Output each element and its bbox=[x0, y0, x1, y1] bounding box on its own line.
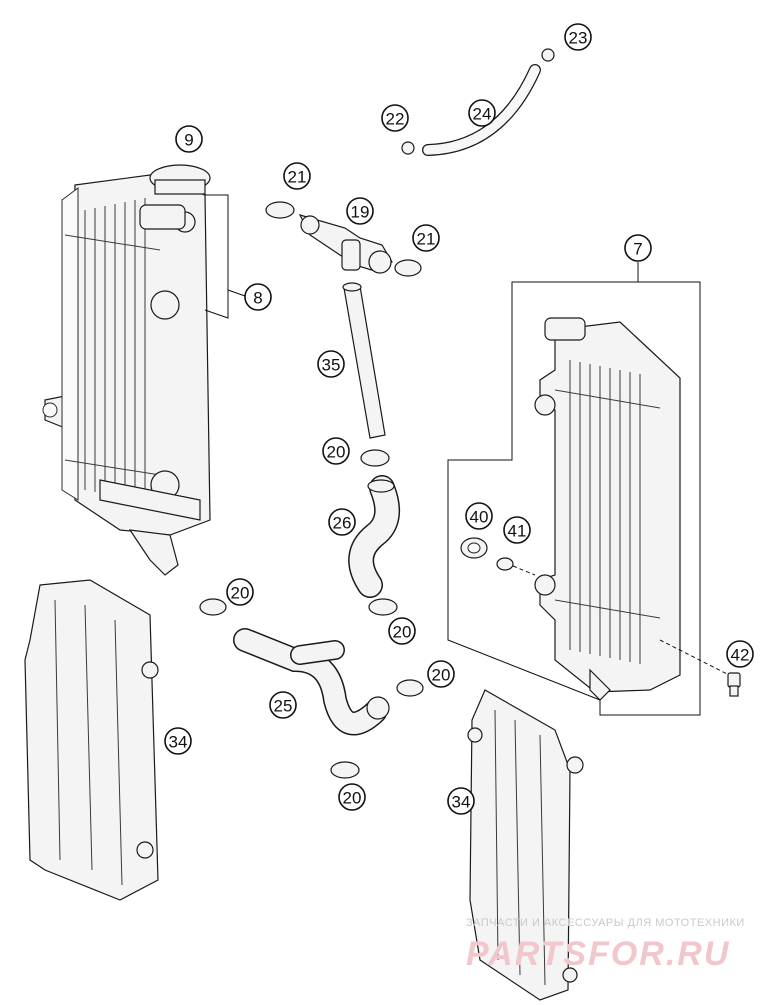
callout-21-left: 21 bbox=[283, 162, 311, 190]
callout-41: 41 bbox=[503, 516, 531, 544]
callout-34-left-label: 34 bbox=[169, 733, 188, 752]
callout-20-b-label: 20 bbox=[393, 623, 412, 642]
callout-42: 42 bbox=[726, 640, 754, 668]
clamp-21-right bbox=[394, 259, 422, 277]
leader-line-8b bbox=[227, 289, 246, 297]
radiator-cap bbox=[139, 164, 211, 233]
callout-7-label: 7 bbox=[633, 240, 642, 259]
callout-20-a-label: 20 bbox=[327, 443, 346, 462]
callout-34-right: 34 bbox=[447, 787, 475, 815]
pipe-35 bbox=[342, 282, 386, 439]
callout-42-label: 42 bbox=[731, 646, 750, 665]
callout-35: 35 bbox=[317, 350, 345, 378]
callout-20-e-label: 20 bbox=[343, 789, 362, 808]
clamp-21-left bbox=[265, 201, 295, 219]
callout-25: 25 bbox=[269, 691, 297, 719]
grommet-40 bbox=[460, 537, 488, 559]
callout-34-right-label: 34 bbox=[452, 793, 471, 812]
washer-41 bbox=[496, 557, 536, 576]
callout-20-a: 20 bbox=[322, 437, 350, 465]
callout-22-label: 22 bbox=[386, 110, 405, 129]
clamp-20-b bbox=[368, 598, 398, 616]
callout-9: 9 bbox=[175, 125, 203, 153]
clamp-20-a bbox=[360, 449, 390, 467]
hose-26 bbox=[348, 475, 401, 598]
watermark: ЗАПЧАСТИ И АКСЕССУАРЫ ДЛЯ МОТОТЕХНИКИ PA… bbox=[466, 917, 745, 973]
callout-20-d: 20 bbox=[427, 660, 455, 688]
callout-19: 19 bbox=[346, 197, 374, 225]
callout-21-left-label: 21 bbox=[288, 168, 307, 187]
bolt-42 bbox=[659, 639, 741, 697]
callout-9-label: 9 bbox=[184, 131, 193, 150]
callout-23-label: 23 bbox=[569, 29, 588, 48]
watermark-brand: PARTSFOR.RU bbox=[466, 935, 730, 973]
callout-20-b: 20 bbox=[388, 617, 416, 645]
callout-41-label: 41 bbox=[508, 522, 527, 541]
callout-20-d-label: 20 bbox=[432, 666, 451, 685]
callout-24-label: 24 bbox=[473, 105, 492, 124]
callout-25-label: 25 bbox=[274, 697, 293, 716]
callout-34-left: 34 bbox=[164, 727, 192, 755]
top-hose-24 bbox=[401, 48, 555, 156]
callout-8: 8 bbox=[244, 283, 272, 311]
callout-23: 23 bbox=[564, 23, 592, 51]
right-radiator bbox=[534, 317, 681, 701]
clamp-20-d bbox=[396, 679, 424, 697]
t-piece-19 bbox=[298, 214, 393, 274]
callout-7: 7 bbox=[624, 234, 652, 262]
hose-25 bbox=[233, 628, 390, 736]
callout-35-label: 35 bbox=[322, 356, 341, 375]
clamp-20-c bbox=[199, 598, 227, 616]
callout-26-label: 26 bbox=[333, 514, 352, 533]
shroud-right bbox=[467, 689, 584, 1001]
callout-40-label: 40 bbox=[470, 508, 489, 527]
callout-20-e: 20 bbox=[338, 783, 366, 811]
callout-21-right-label: 21 bbox=[417, 230, 436, 249]
leader-line-8 bbox=[204, 194, 229, 319]
callout-22: 22 bbox=[381, 104, 409, 132]
callout-8-label: 8 bbox=[253, 289, 262, 308]
callout-21-right: 21 bbox=[412, 224, 440, 252]
callout-24: 24 bbox=[468, 99, 496, 127]
callout-40: 40 bbox=[465, 502, 493, 530]
clamp-20-e bbox=[330, 761, 360, 779]
callout-20-c: 20 bbox=[226, 578, 254, 606]
watermark-tagline: ЗАПЧАСТИ И АКСЕССУАРЫ ДЛЯ МОТОТЕХНИКИ bbox=[466, 917, 745, 929]
callout-19-label: 19 bbox=[351, 203, 370, 222]
callout-20-c-label: 20 bbox=[231, 584, 250, 603]
left-radiator bbox=[42, 174, 211, 576]
callout-26: 26 bbox=[328, 508, 356, 536]
shroud-left bbox=[24, 579, 159, 901]
